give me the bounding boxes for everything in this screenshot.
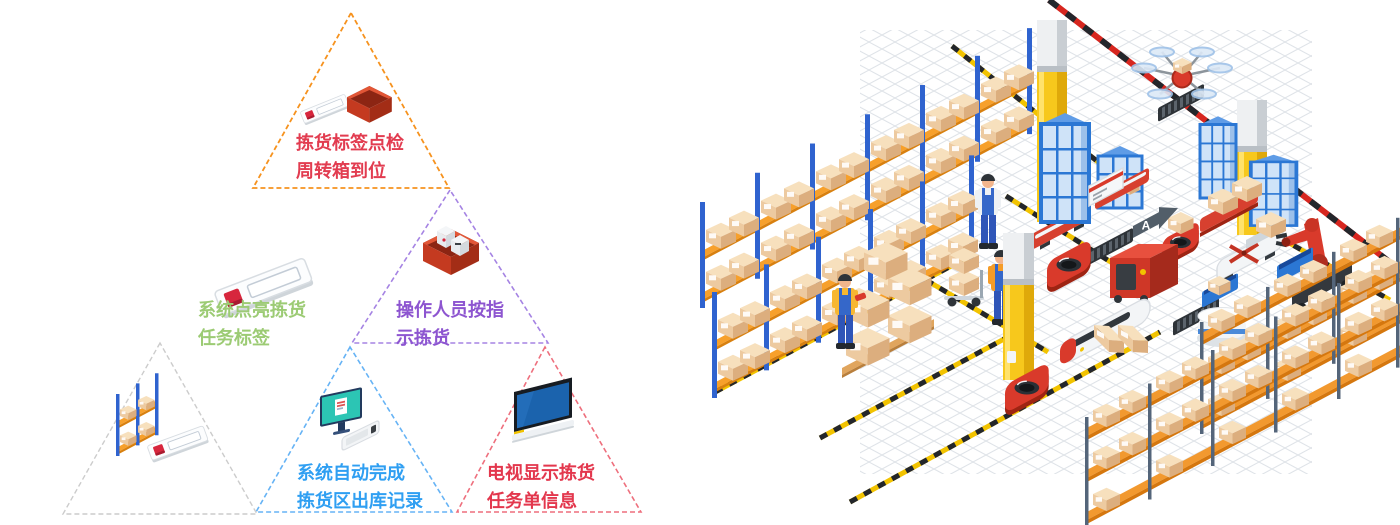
step-label-tag-check: 拣货标签点检 周转箱到位: [296, 129, 404, 185]
step-label-light-tag: 系统点亮拣货 任务标签: [198, 296, 306, 352]
label-line: 任务标签: [198, 328, 270, 348]
sign-board: [1088, 166, 1124, 208]
warehouse-graphics: A: [700, 0, 1400, 525]
pallet-rack-row-back: [700, 28, 1034, 308]
label-line: 拣货区出库记录: [297, 491, 423, 511]
light-pillar: [1003, 233, 1034, 380]
warehouse-illustration: A: [700, 0, 1400, 525]
label-line: 示拣货: [396, 328, 450, 348]
handheld-scanner: [854, 292, 867, 301]
triangle-tag-check: [251, 11, 451, 189]
agv-shuttle: [1060, 298, 1151, 364]
storage-tower: [1198, 114, 1238, 200]
hand-cart: [944, 248, 984, 307]
triangle-pick-by-sign: [350, 188, 550, 344]
tv-icon: [512, 377, 574, 443]
storage-tower-agv: [1032, 111, 1091, 250]
label-line: 周转箱到位: [296, 161, 386, 181]
step-label-pick-by-sign: 操作人员按指 示拣货: [396, 296, 504, 352]
triangle-tv-display: [455, 345, 643, 513]
triangle-shelf: [61, 341, 259, 515]
triangle-auto-record: [254, 345, 454, 513]
open-box-devices-icon: [423, 226, 479, 275]
label-line: 任务单信息: [487, 491, 577, 511]
scissor-lift-agv: [1216, 212, 1286, 283]
worker-figure: [832, 274, 867, 349]
red-cart: [1200, 175, 1262, 237]
direction-arrow-sign: A: [1133, 207, 1178, 238]
step-label-auto-record: 系统自动完成 拣货区出库记录: [297, 459, 423, 515]
label-line: 拣货标签点检: [296, 133, 404, 153]
delivery-drone: [1131, 46, 1233, 100]
pallet-box-stack: [842, 242, 934, 378]
label-line: 操作人员按指: [396, 300, 504, 320]
pyramid-graphics: [61, 11, 643, 515]
computer-icon: [320, 387, 380, 451]
rfid-tag-icon: [299, 93, 351, 126]
orange-rack-row-front: [1085, 251, 1400, 525]
label-line: 电视显示拣货: [487, 463, 595, 483]
process-pyramid: 拣货标签点检 周转箱到位 系统点亮拣货 任务标签 操作人员按指 示拣货 系统自动…: [61, 11, 643, 515]
turnover-box-icon: [347, 86, 392, 123]
label-line: 系统点亮拣货: [198, 300, 306, 320]
blue-bin: [1277, 247, 1313, 284]
mini-shelf-icon: [116, 373, 159, 456]
step-label-tv-display: 电视显示拣货 任务单信息: [487, 459, 595, 515]
svg-text:A: A: [1142, 219, 1151, 233]
label-line: 系统自动完成: [297, 463, 405, 483]
